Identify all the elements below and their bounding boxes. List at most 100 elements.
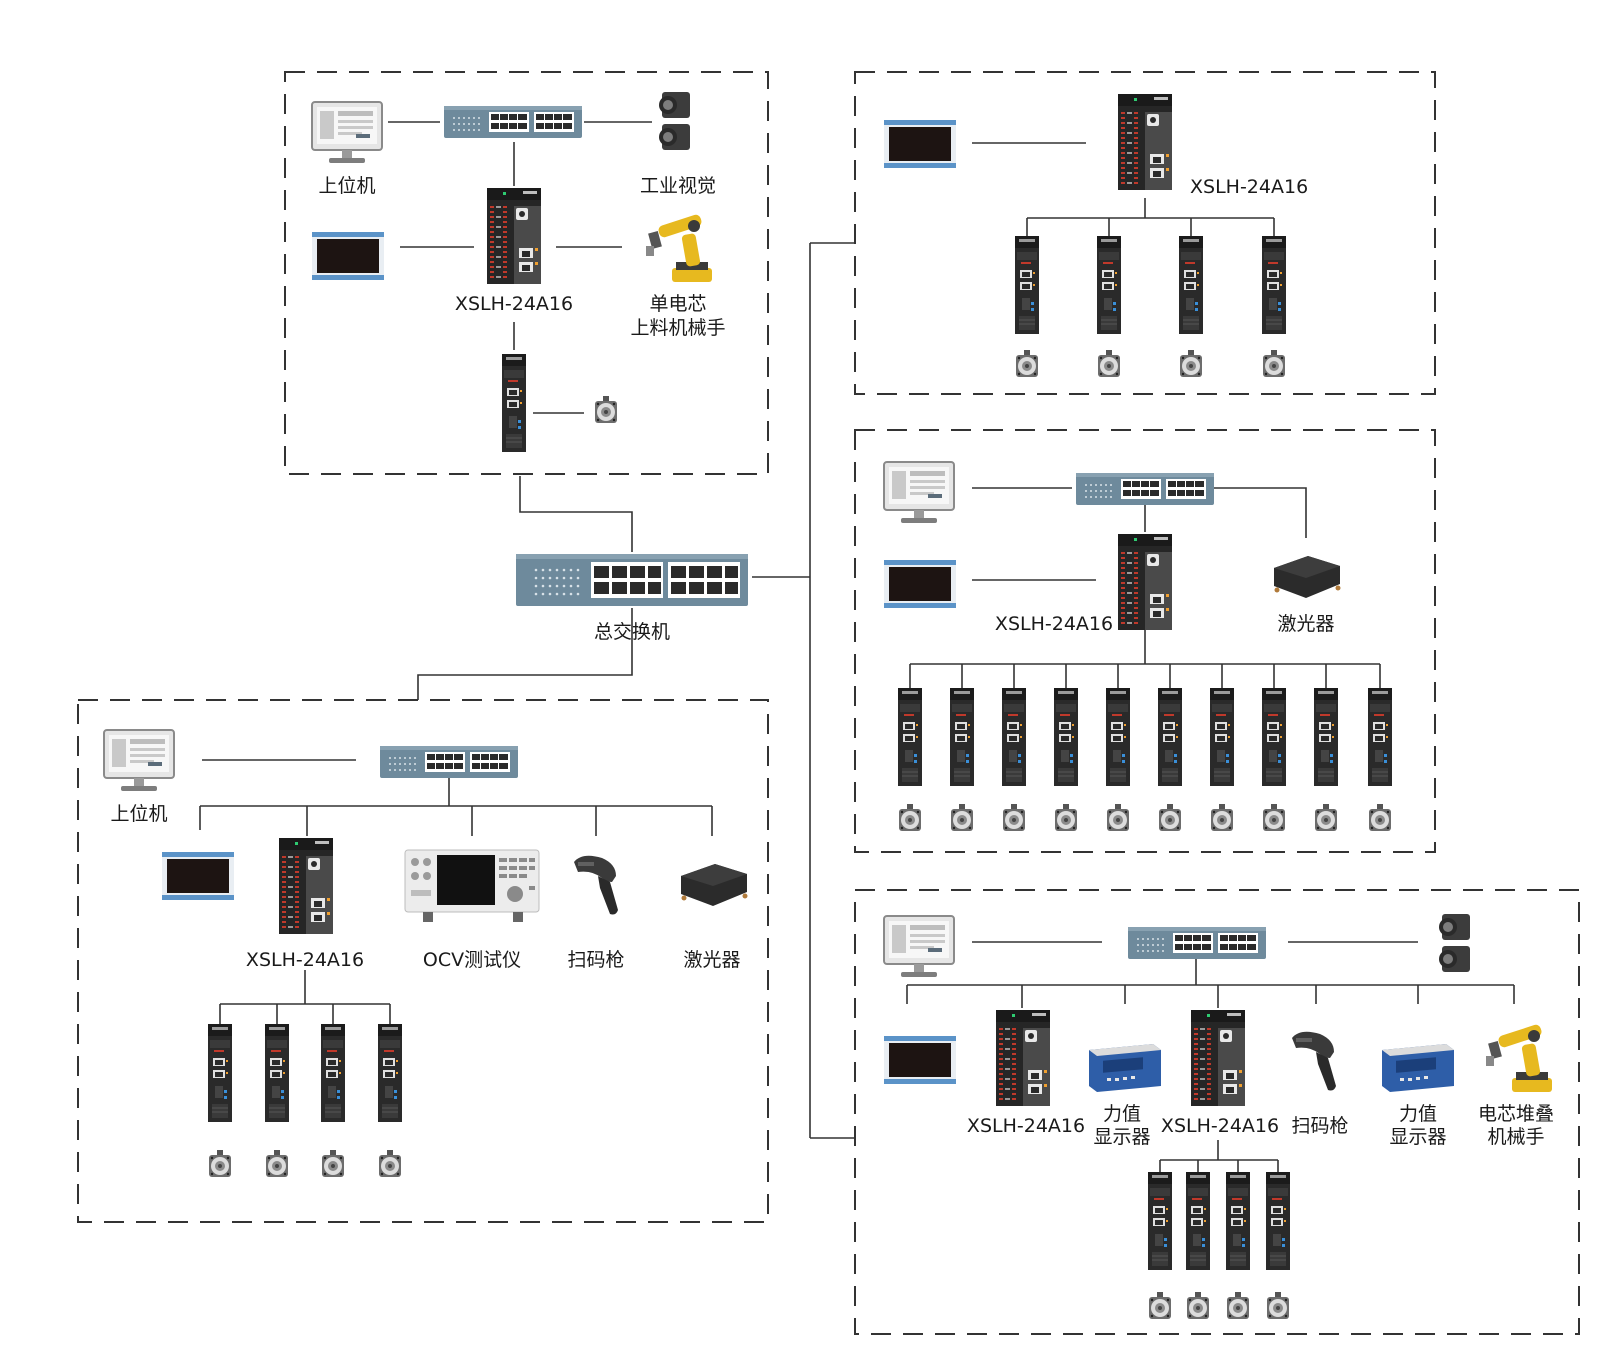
controller-model-label: XSLH-24A16 — [455, 293, 573, 315]
servo-motor-icon — [1263, 804, 1285, 831]
switch-icon — [1128, 927, 1266, 959]
camera-icon — [659, 92, 690, 150]
servo-motor-icon — [1149, 1292, 1171, 1319]
servo-drive-icon — [320, 1023, 346, 1123]
switch-icon — [1076, 473, 1214, 505]
servo-drive-icon — [1225, 1171, 1251, 1271]
main-switch-label: 总交换机 — [594, 621, 670, 643]
camera-icon — [1439, 914, 1470, 972]
switch-icon — [380, 746, 518, 778]
connection-lines — [199, 121, 1515, 1172]
hmi-screen-icon — [884, 560, 956, 608]
servo-motor-icon — [951, 804, 973, 831]
robot-label-line2: 上料机械手 — [630, 317, 725, 339]
force-display-icon — [1382, 1044, 1454, 1092]
servo-drive-icon — [377, 1023, 403, 1123]
force-display-label-line1: 力值 — [1103, 1103, 1141, 1125]
force-display-label-line2: 显示器 — [1093, 1126, 1150, 1148]
servo-drive-icon — [207, 1023, 233, 1123]
barcode-scanner-icon — [1292, 1031, 1336, 1091]
group-frame-bottom-right — [854, 889, 1580, 1335]
robot-arm-icon — [1486, 1023, 1552, 1092]
hmi-screen-icon — [884, 1036, 956, 1084]
servo-drive-icon — [1261, 235, 1287, 335]
hmi-screen-icon — [162, 852, 234, 900]
servo-drive-icon — [1147, 1171, 1173, 1271]
servo-drive-icon — [1209, 687, 1235, 787]
laser-icon — [1274, 556, 1341, 598]
servo-motor-icon — [899, 804, 921, 831]
servo-motor-icon — [1003, 804, 1025, 831]
laser-label: 激光器 — [1277, 613, 1334, 635]
group-frame-top-left — [284, 71, 769, 475]
group-frame-middle-right — [854, 429, 1436, 853]
pc-icon — [311, 101, 383, 164]
ocv-tester-icon — [404, 849, 540, 923]
servo-motor-icon — [1315, 804, 1337, 831]
servo-motor-icon — [209, 1150, 231, 1177]
servo-motor-icon — [1055, 804, 1077, 831]
servo-drive-icon — [1014, 235, 1040, 335]
servo-drive-icon — [1185, 1171, 1211, 1271]
force-display-icon — [1089, 1044, 1161, 1092]
servo-motor-icon — [1211, 804, 1233, 831]
pc-icon — [883, 461, 955, 524]
servo-motor-icon — [1369, 804, 1391, 831]
servo-drive-icon — [1157, 687, 1183, 787]
servo-drive-icon — [1053, 687, 1079, 787]
scanner-label: 扫码枪 — [1291, 1115, 1348, 1137]
controller-model-label: XSLH-24A16 — [246, 949, 364, 971]
main-switch-icon — [516, 554, 748, 606]
servo-motor-icon — [1187, 1292, 1209, 1319]
servo-motor-icon — [322, 1150, 344, 1177]
servo-motor-icon — [266, 1150, 288, 1177]
servo-drive-icon — [1178, 235, 1204, 335]
servo-motor-icon — [1267, 1292, 1289, 1319]
controller-model-label: XSLH-24A16 — [967, 1115, 1085, 1137]
group-frame-bottom-left — [77, 699, 769, 1223]
hmi-screen-icon — [312, 232, 384, 280]
servo-motor-row — [899, 804, 1391, 831]
force-display-label-line1: 力值 — [1399, 1103, 1437, 1125]
servo-motor-icon — [1159, 804, 1181, 831]
hmi-screen-icon — [884, 120, 956, 168]
servo-motor-icon — [1016, 350, 1038, 377]
plc-controller-icon — [1118, 534, 1172, 630]
host-pc-label: 上位机 — [110, 803, 167, 825]
stack-robot-label-line1: 电芯堆叠 — [1478, 1103, 1554, 1125]
plc-controller-icon — [1118, 94, 1172, 190]
plc-controller-icon — [279, 838, 333, 934]
barcode-scanner-icon — [574, 855, 618, 915]
pc-icon — [883, 915, 955, 978]
machine-vision-label: 工业视觉 — [640, 175, 716, 197]
pc-icon — [103, 729, 175, 792]
laser-icon — [681, 864, 748, 906]
laser-label: 激光器 — [683, 949, 740, 971]
scanner-label: 扫码枪 — [567, 949, 624, 971]
servo-drive-icon — [1313, 687, 1339, 787]
stack-robot-label-line2: 机械手 — [1487, 1126, 1544, 1148]
servo-drive-icon — [1001, 687, 1027, 787]
controller-model-label: XSLH-24A16 — [995, 613, 1113, 635]
servo-motor-icon — [595, 396, 617, 423]
plc-controller-icon — [487, 188, 541, 284]
plc-controller-icon — [1191, 1010, 1245, 1106]
servo-drive-icon — [1096, 235, 1122, 335]
robot-label-line1: 单电芯 — [649, 293, 706, 315]
servo-motor-icon — [1107, 804, 1129, 831]
servo-motor-icon — [379, 1150, 401, 1177]
servo-drive-row — [897, 687, 1393, 787]
servo-drive-icon — [949, 687, 975, 787]
controller-model-label: XSLH-24A16 — [1161, 1115, 1279, 1137]
servo-motor-icon — [1227, 1292, 1249, 1319]
servo-drive-icon — [1105, 687, 1131, 787]
servo-drive-icon — [264, 1023, 290, 1123]
group-frame-top-right — [854, 71, 1436, 395]
robot-arm-icon — [646, 213, 712, 282]
servo-motor-icon — [1263, 350, 1285, 377]
force-display-label-line2: 显示器 — [1389, 1126, 1446, 1148]
servo-drive-icon — [1367, 687, 1393, 787]
plc-controller-icon — [996, 1010, 1050, 1106]
servo-motor-icon — [1098, 350, 1120, 377]
